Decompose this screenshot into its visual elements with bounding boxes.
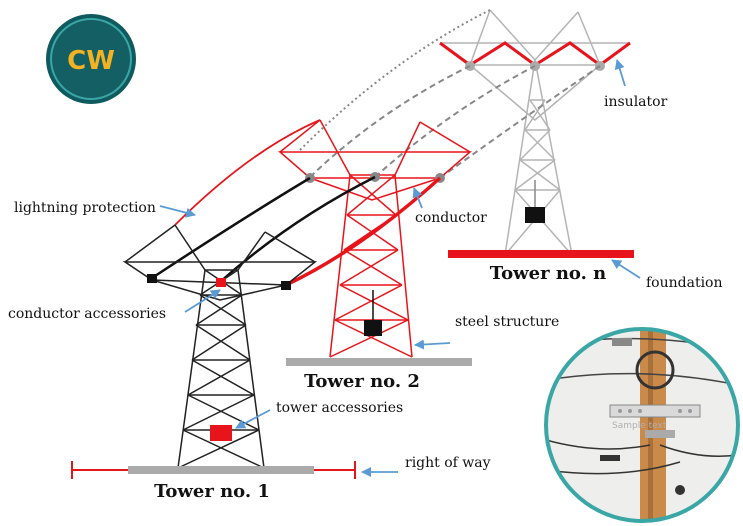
- conductor-accessory-marker: [216, 278, 226, 287]
- label-insulator: insulator: [604, 94, 668, 110]
- label-steel-structure: steel structure: [455, 314, 559, 330]
- label-right-of-way: right of way: [405, 455, 491, 471]
- callouts: insulator lightning protection conductor…: [8, 59, 723, 477]
- logo: CW: [46, 14, 136, 104]
- insulator-1-1: [147, 274, 157, 283]
- insulator-1-3: [281, 281, 291, 290]
- foundation-bar: [448, 250, 634, 258]
- label-conductor: conductor: [415, 210, 487, 226]
- tower-2-title: Tower no. 2: [304, 371, 420, 392]
- tower-1-title: Tower no. 1: [154, 481, 270, 502]
- label-tower-accessories: tower accessories: [276, 400, 403, 416]
- watermark: Sample text: [612, 421, 667, 431]
- tower-n-title: Tower no. n: [490, 263, 606, 284]
- insulator-ring: [635, 350, 675, 390]
- near-conductors: [151, 119, 442, 287]
- tower-1-base: [128, 466, 314, 474]
- tower-1-accessory: [210, 425, 232, 441]
- logo-text: CW: [67, 46, 115, 76]
- tower-2-base: [286, 358, 472, 366]
- tower-n-accessory: [525, 207, 545, 223]
- label-lightning-protection: lightning protection: [14, 200, 156, 216]
- label-foundation: foundation: [646, 275, 723, 291]
- inset-border: [544, 327, 740, 523]
- tower-2-accessory: [364, 320, 382, 336]
- label-conductor-accessories: conductor accessories: [8, 306, 166, 322]
- far-conductors: [299, 9, 601, 179]
- crossarm-bracket: [609, 404, 701, 418]
- inset-detail: Sample text: [544, 327, 740, 523]
